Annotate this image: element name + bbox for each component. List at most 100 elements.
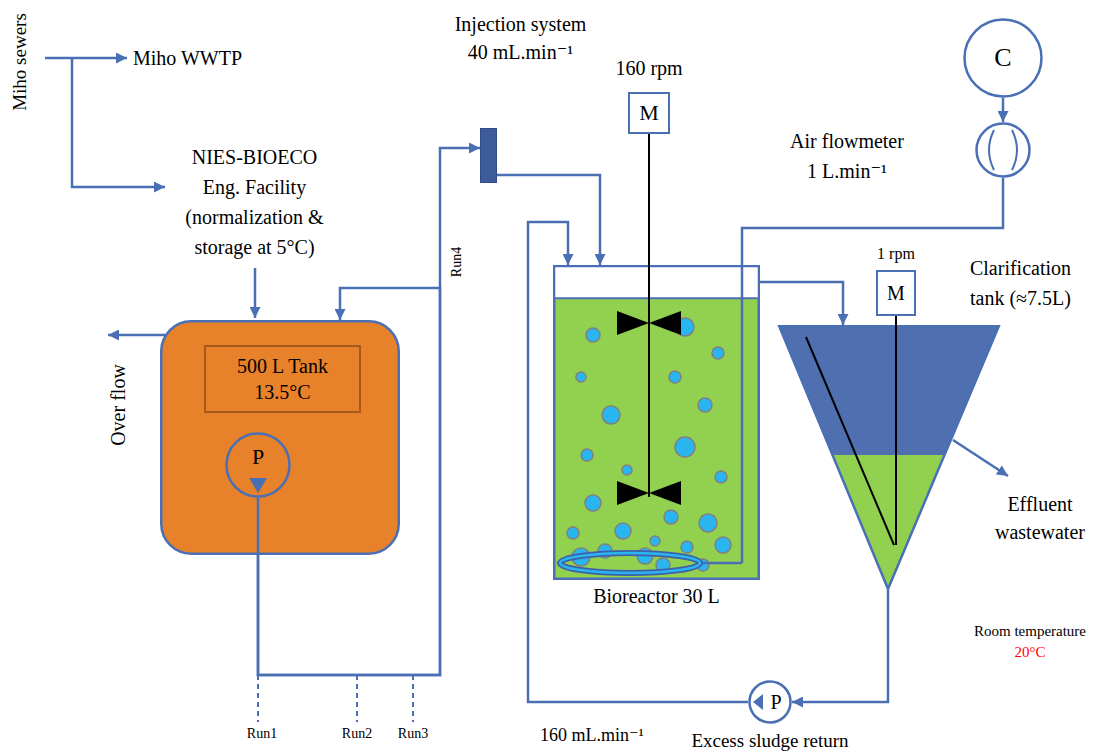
air-bubble <box>712 347 724 359</box>
air-bubble <box>664 510 678 524</box>
pump-triangle <box>249 478 267 493</box>
motor-box <box>629 93 669 133</box>
run-tap-line <box>412 675 414 722</box>
pump-triangle <box>753 694 763 710</box>
injection-system: Injection system 40 mL.min⁻¹ <box>480 128 497 183</box>
speed-label: 160 rpm <box>589 56 709 80</box>
scraper-motor: 1 rpmM <box>876 270 916 316</box>
impeller-blade <box>617 311 649 335</box>
bioreactor-outline <box>553 265 760 580</box>
flow-rate-label: 160 mL.min⁻¹ <box>540 724 644 746</box>
injection-label: Injection system 40 mL.min⁻¹ <box>448 10 593 66</box>
air-bubble <box>669 371 681 383</box>
air-line <box>1002 98 1005 122</box>
feed-line <box>254 268 257 318</box>
clarifier-outline <box>779 326 999 589</box>
pump-circle <box>750 682 791 723</box>
stirrer-shaft <box>648 265 650 497</box>
feed-pump: P <box>225 432 291 498</box>
run-label: Run2 <box>342 726 372 742</box>
air-flowmeter-outline <box>975 122 1031 178</box>
overflow-line <box>108 334 165 337</box>
air-bubble <box>715 471 727 483</box>
reactor-lid <box>554 266 759 298</box>
pump-circle <box>227 434 290 497</box>
air-bubble <box>681 541 693 553</box>
air-bubble <box>699 514 717 532</box>
air-bubble <box>567 527 579 539</box>
air-bubble <box>675 437 695 457</box>
sludge-pump: PExcess sludge return <box>748 680 792 724</box>
tank-label-box <box>205 346 360 412</box>
facility-label: NIES-BIOECO Eng. Facility (normalization… <box>172 142 337 262</box>
air-bubble <box>698 398 712 412</box>
sludge-pump-outline <box>748 680 792 724</box>
pump-letter: P <box>770 690 781 714</box>
air-bubble <box>615 523 631 539</box>
room-temperature-label: Room temperature <box>974 622 1086 640</box>
storage-tank: 500 L Tank 13.5°C P <box>160 320 400 555</box>
run-tap-line <box>356 675 358 722</box>
air-bubble <box>576 372 586 382</box>
tank-label: 500 L Tank 13.5°C <box>212 353 353 405</box>
scraper-arm <box>806 337 894 545</box>
air-flowmeter: Air flowmeter 1 L.min⁻¹ <box>975 122 1031 178</box>
impeller-blade <box>649 311 681 335</box>
scraper-shaft <box>895 316 897 325</box>
sludge-zone <box>832 455 945 590</box>
run-label: Run3 <box>398 726 428 742</box>
injection-system-outline <box>480 128 497 183</box>
temperature-value: 20°C <box>1014 643 1045 661</box>
air-bubble <box>585 495 601 511</box>
sludge-return-label: Excess sludge return <box>650 730 890 751</box>
stirrer-shaft <box>648 134 650 265</box>
run-label: Run4 <box>449 247 465 277</box>
run-tap-line <box>257 675 259 722</box>
speed-label: 1 rpm <box>846 244 946 264</box>
flowmeter-circle <box>977 124 1030 177</box>
tank-body <box>161 321 399 554</box>
flowmeter-label: Air flowmeter 1 L.min⁻¹ <box>785 126 909 186</box>
sewer-branch-line <box>72 58 165 187</box>
injection-line <box>497 175 600 265</box>
air-bubble <box>650 536 660 546</box>
scraper-shaft <box>895 325 897 545</box>
effluent-line <box>953 440 1008 476</box>
motor-letter: M <box>887 281 905 305</box>
diffuser-ring <box>560 553 700 573</box>
impeller-blade <box>649 481 681 505</box>
air-pipe <box>701 562 742 565</box>
motor-letter: M <box>639 100 659 126</box>
pump-letter: P <box>252 444 264 470</box>
pump-outlet-pipe <box>257 498 260 555</box>
tank-label-box: 500 L Tank 13.5°C <box>204 345 361 413</box>
air-pipe <box>741 265 744 563</box>
air-bubble <box>602 406 620 424</box>
bioreactor: Bioreactor 30 L <box>553 265 760 580</box>
injection-block <box>481 129 497 183</box>
mixed-liquor-line <box>760 282 843 325</box>
impeller-blade <box>617 481 649 505</box>
flowmeter-arc <box>1012 130 1017 170</box>
source-label: Miho sewers <box>9 13 31 111</box>
bioreactor-label: Bioreactor 30 L <box>553 584 760 608</box>
clarifier-label: Clarification tank (≈7.5L) <box>958 253 1083 313</box>
sewer-line <box>45 57 127 60</box>
sludge-line <box>792 590 888 702</box>
reactor-body <box>554 266 759 579</box>
clarification-tank-outline <box>778 325 1000 590</box>
air-bubble <box>622 465 632 475</box>
compressor-letter: C <box>994 43 1011 73</box>
air-bubble <box>581 449 593 461</box>
effluent-label: Effluent wastewater <box>985 490 1095 546</box>
diffuser-ring <box>560 553 700 573</box>
flowmeter-arc <box>989 130 994 170</box>
air-bubble <box>715 537 731 553</box>
destination-label: Miho WWTP <box>133 46 242 70</box>
run-label: Run1 <box>247 726 277 742</box>
air-bubble <box>586 328 600 342</box>
compressor-circle <box>965 20 1042 97</box>
stirrer-motor: 160 rpmM <box>628 92 670 134</box>
air-compressor: C <box>963 18 1043 98</box>
clear-water-zone <box>778 325 1000 455</box>
